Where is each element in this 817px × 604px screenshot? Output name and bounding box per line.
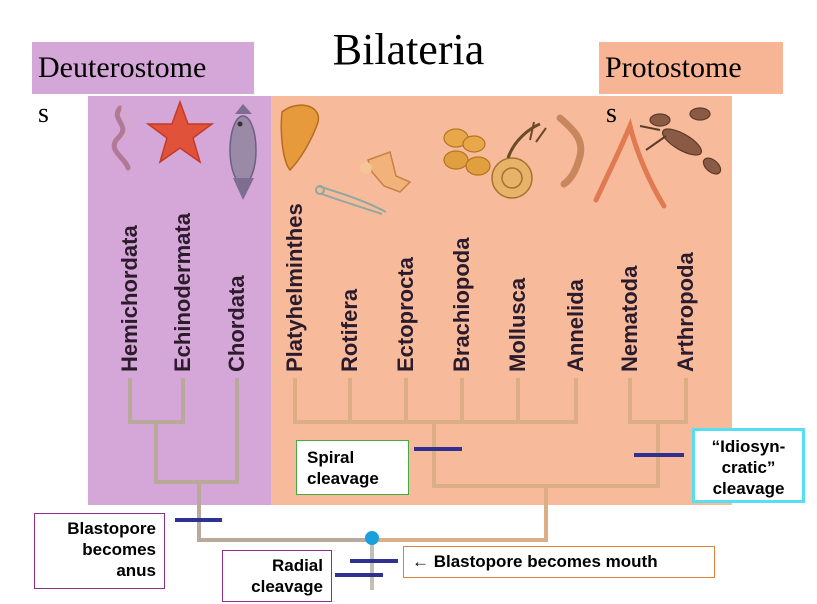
idiosyncratic-line-2: cratic” <box>721 458 776 477</box>
spiral-cleavage-line-1: Spiral <box>307 448 355 467</box>
radial-cleavage-box: Radial cleavage <box>222 550 332 602</box>
blastopore-anus-line-1: Blastopore <box>67 519 156 538</box>
phylum-label-chordata: Chordata <box>224 275 249 372</box>
idiosyncratic-line-3: cleavage <box>712 479 785 498</box>
blastopore-mouth-text: ← Blastopore becomes mouth <box>412 552 658 571</box>
fish-icon <box>229 104 257 200</box>
phylum-label-nematoda: Nematoda <box>617 265 642 372</box>
blastopore-anus-line-2: becomes <box>82 540 156 559</box>
protostome-branches <box>293 378 688 542</box>
phylum-label-annelida: Annelida <box>563 279 588 372</box>
starfish-icon <box>145 99 215 164</box>
idiosyncratic-cleavage-box: “Idiosyn- cratic” cleavage <box>692 428 805 503</box>
protostome-label: Protostome <box>599 42 783 94</box>
phylum-label-echinodermata: Echinodermata <box>170 213 195 372</box>
radial-cleavage-line-2: cleavage <box>251 577 323 596</box>
brachiopod-icon <box>443 128 491 176</box>
deuterostome-suffix: s <box>38 98 49 129</box>
lobster-icon <box>639 107 722 175</box>
phylum-label-arthropoda: Arthropoda <box>673 252 698 372</box>
bryozoan-icon <box>360 151 412 193</box>
diagram-title: Bilateria <box>332 25 485 74</box>
trait-markers <box>175 447 684 577</box>
phylum-label-ectoprocta: Ectoprocta <box>393 257 418 372</box>
protostome-suffix: s <box>606 98 617 129</box>
phylum-label-brachiopoda: Brachiopoda <box>449 237 474 372</box>
deuterostome-label: Deuterostome <box>32 42 254 94</box>
phylum-label-rotifera: Rotifera <box>337 288 362 372</box>
radial-cleavage-line-1: Radial <box>271 556 323 575</box>
roundworm-icon <box>593 118 667 209</box>
root-node <box>365 531 379 545</box>
phylum-label-platyhelminthes: Platyhelminthes <box>282 203 307 372</box>
earthworm-icon <box>556 114 585 188</box>
snail-icon <box>491 121 547 199</box>
blastopore-anus-box: Blastopore becomes anus <box>34 513 165 589</box>
idiosyncratic-line-1: “Idiosyn- <box>711 437 786 456</box>
rotifer-icon <box>315 185 387 215</box>
phylum-label-hemichordata: Hemichordata <box>117 225 142 372</box>
acorn-worm-icon <box>111 103 131 171</box>
deuterostome-branches <box>128 378 372 542</box>
spiral-cleavage-box: Spiral cleavage <box>296 440 409 495</box>
blastopore-anus-line-3: anus <box>116 561 156 580</box>
spiral-cleavage-line-2: cleavage <box>307 469 379 488</box>
phylum-label-mollusca: Mollusca <box>505 277 530 372</box>
flatworm-icon <box>280 104 319 172</box>
blastopore-mouth-box: ← Blastopore becomes mouth <box>403 546 715 578</box>
